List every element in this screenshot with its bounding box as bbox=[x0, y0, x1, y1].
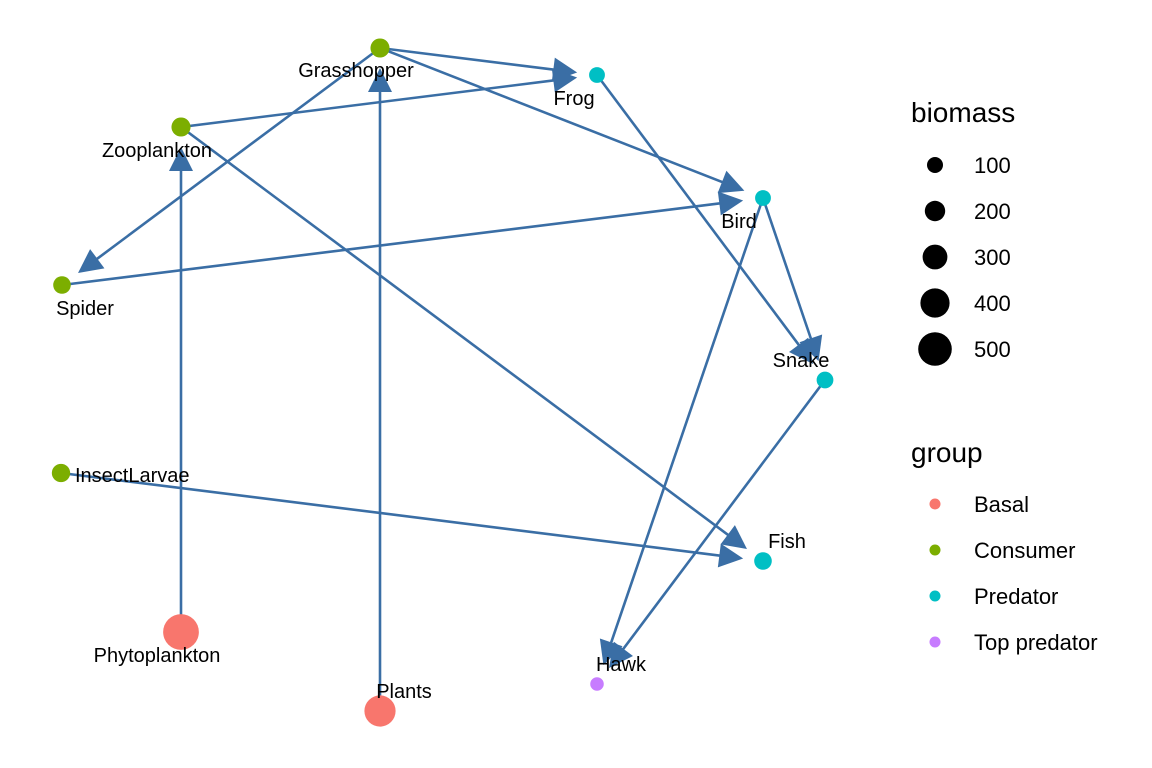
node-insectlarvae bbox=[51, 463, 71, 483]
edge-zooplankton-to-fish bbox=[180, 125, 747, 550]
legend-biomass-label: 400 bbox=[974, 291, 1011, 316]
legend-biomass-item: 100 bbox=[927, 153, 1011, 178]
legend-biomass-item: 300 bbox=[922, 244, 1011, 270]
edge-grasshopper-to-bird bbox=[379, 46, 745, 194]
node-bird bbox=[755, 190, 771, 206]
edge-line bbox=[595, 74, 803, 349]
edge-zooplankton-to-frog bbox=[180, 68, 578, 129]
legend-group-item-basal: Basal bbox=[929, 492, 1029, 517]
legend-biomass: biomass 100 200 300 400 500 bbox=[911, 97, 1015, 366]
legend-size-dot bbox=[918, 332, 952, 366]
edge-line bbox=[379, 46, 727, 185]
legend-color-dot bbox=[929, 544, 941, 556]
legend-size-dot bbox=[924, 200, 946, 222]
edge-grasshopper-to-spider bbox=[78, 46, 381, 274]
node-label-snake: Snake bbox=[773, 350, 830, 372]
edge-bird-to-snake bbox=[761, 197, 823, 362]
legend-biomass-label: 300 bbox=[974, 245, 1011, 270]
legend-biomass-item: 500 bbox=[918, 332, 1011, 366]
edge-line bbox=[180, 78, 558, 129]
legend-size-dot bbox=[920, 288, 950, 318]
legend-biomass-label: 100 bbox=[974, 153, 1011, 178]
arrowhead-icon bbox=[368, 68, 392, 92]
edge-line bbox=[61, 201, 724, 287]
legend-group-item-top-predator: Top predator bbox=[929, 630, 1098, 655]
legend-group-label: Consumer bbox=[974, 538, 1075, 563]
legend-group-label: Top predator bbox=[974, 630, 1098, 655]
edge-plants-to-grasshopper bbox=[368, 68, 392, 711]
nodes-layer bbox=[51, 38, 834, 727]
node-label-plants: Plants bbox=[376, 681, 432, 703]
node-zooplankton bbox=[171, 117, 191, 137]
legend-biomass-item: 400 bbox=[920, 288, 1011, 318]
edge-line bbox=[60, 471, 724, 558]
arrowhead-icon bbox=[609, 641, 633, 668]
edge-line bbox=[93, 46, 381, 263]
arrowhead-icon bbox=[720, 525, 747, 550]
labels-layer: GrasshopperFrogZooplanktonBirdSpiderSnak… bbox=[56, 60, 829, 703]
node-spider bbox=[53, 276, 71, 294]
legend-size-dot bbox=[922, 244, 948, 270]
legend-color-dot bbox=[929, 590, 941, 602]
legend-biomass-item: 200 bbox=[924, 199, 1011, 224]
edge-spider-to-bird bbox=[61, 191, 744, 287]
edge-line bbox=[180, 125, 732, 539]
legend-group-label: Predator bbox=[974, 584, 1058, 609]
node-fish bbox=[754, 552, 772, 570]
node-label-bird: Bird bbox=[721, 211, 757, 233]
edge-phytoplankton-to-zooplankton bbox=[169, 147, 193, 632]
arrowhead-icon bbox=[717, 191, 744, 216]
node-phytoplankton bbox=[163, 614, 199, 650]
edge-insectlarvae-to-fish bbox=[60, 471, 744, 568]
legend-group-item-predator: Predator bbox=[929, 584, 1058, 609]
legend-biomass-title: biomass bbox=[911, 97, 1015, 128]
legend-color-dot bbox=[929, 636, 941, 648]
arrowhead-icon bbox=[169, 147, 193, 171]
legend-group-label: Basal bbox=[974, 492, 1029, 517]
node-snake bbox=[816, 371, 834, 389]
edge-line bbox=[608, 197, 765, 647]
legend-group-item-consumer: Consumer bbox=[929, 538, 1075, 563]
legend-color-dot bbox=[929, 498, 941, 510]
node-frog bbox=[589, 67, 605, 83]
node-plants bbox=[364, 695, 396, 727]
node-label-hawk: Hawk bbox=[596, 654, 647, 676]
edge-line bbox=[761, 197, 814, 343]
edge-bird-to-hawk bbox=[599, 197, 765, 666]
edge-frog-to-snake bbox=[595, 74, 814, 364]
legend-biomass-label: 200 bbox=[974, 199, 1011, 224]
node-label-grasshopper: Grasshopper bbox=[298, 60, 414, 82]
legend-biomass-label: 500 bbox=[974, 337, 1011, 362]
legend-group-title: group bbox=[911, 437, 983, 468]
node-label-frog: Frog bbox=[553, 88, 594, 110]
node-grasshopper bbox=[370, 38, 390, 58]
legend-size-dot bbox=[927, 157, 943, 173]
arrowhead-icon bbox=[551, 68, 578, 93]
node-label-phytoplankton: Phytoplankton bbox=[94, 645, 221, 667]
arrowhead-icon bbox=[799, 334, 823, 362]
node-hawk bbox=[590, 677, 604, 691]
node-label-spider: Spider bbox=[56, 298, 114, 320]
arrowhead-icon bbox=[717, 543, 744, 568]
arrowhead-icon bbox=[78, 249, 105, 274]
edge-line bbox=[619, 379, 827, 653]
node-label-insectlarvae: InsectLarvae bbox=[75, 465, 190, 487]
node-label-fish: Fish bbox=[768, 531, 806, 553]
arrowhead-icon bbox=[717, 170, 745, 194]
edge-line bbox=[379, 46, 558, 72]
edge-snake-to-hawk bbox=[609, 379, 827, 668]
legend: biomass 100 200 300 400 500 group BasalConsu… bbox=[911, 97, 1098, 655]
edges-layer bbox=[60, 46, 827, 711]
node-label-zooplankton: Zooplankton bbox=[102, 140, 212, 162]
